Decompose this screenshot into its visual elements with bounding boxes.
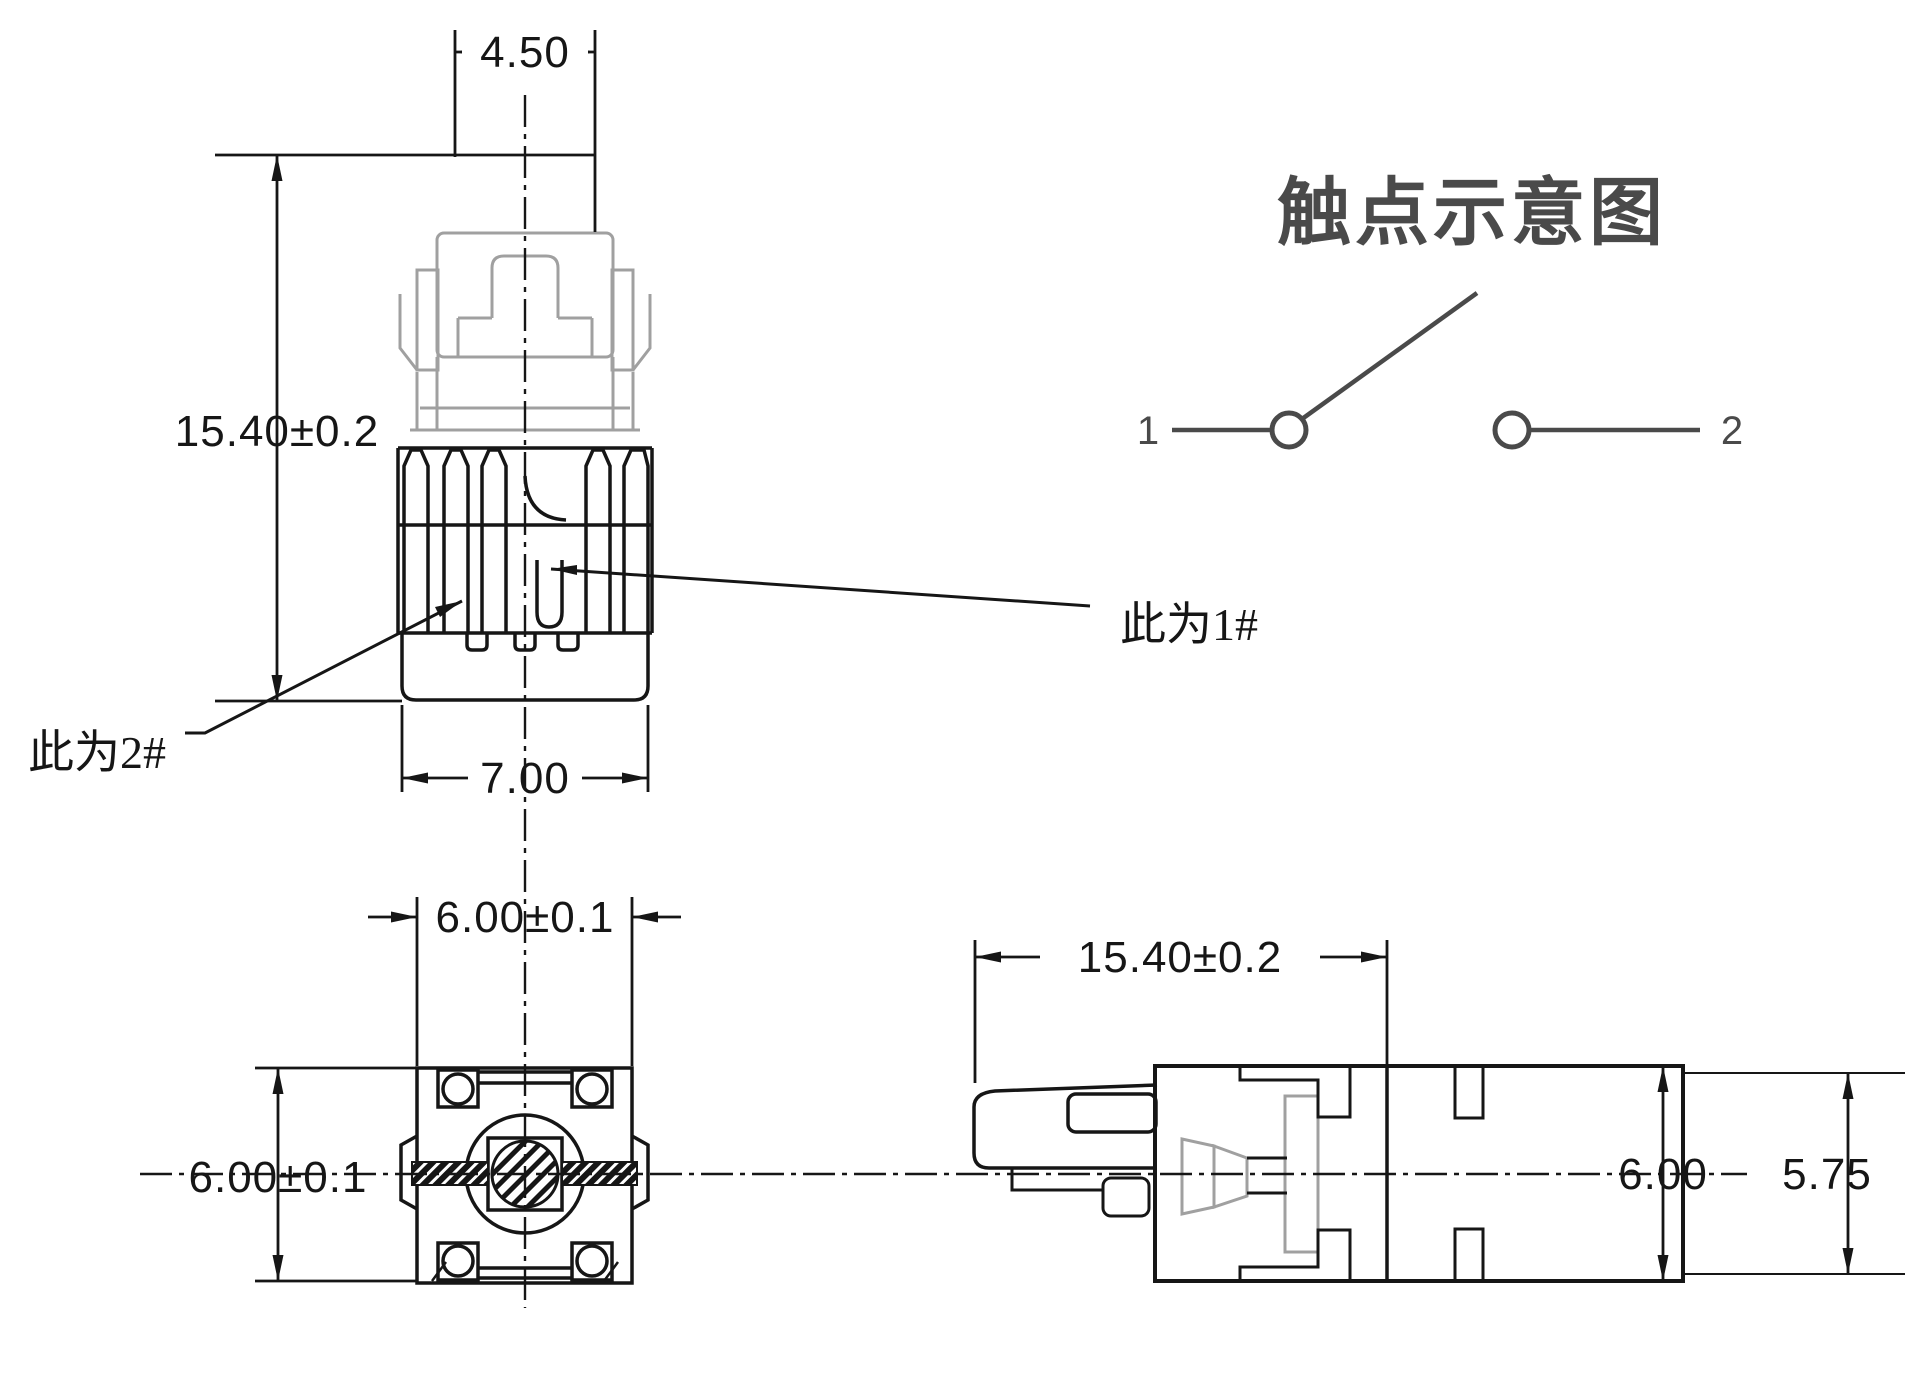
texts: 触点示意图 4.50 15.40±0.2 7.00 6.00±0.1 6.00±… [28,28,1872,1202]
switch-contact-right-icon [1492,410,1532,450]
pin2-note-label: 此为2# [28,727,166,778]
pin2-leader-line [185,599,463,735]
side-view-body [1153,1064,1685,1283]
terminal2-label: 2 [1721,409,1743,453]
pin1-leader-line [550,567,1091,608]
contact-schematic [1172,291,1700,450]
centerlines [140,95,1747,1308]
dimension-text-masks [462,30,1320,979]
dim-bottom-view-width: 6.00±0.1 [436,893,615,942]
pin1-note-label: 此为1# [1120,599,1258,650]
leader-lines [185,567,1091,735]
dim-front-top-width: 4.50 [480,28,570,77]
dim-bottom-view-height: 6.00±0.1 [189,1153,368,1202]
leader-arrowheads [435,565,577,617]
dim-front-bottom-width: 7.00 [480,754,570,803]
side-view-stem [972,1083,1158,1218]
dim-front-height: 15.40±0.2 [175,407,379,456]
terminal1-label: 1 [1137,409,1159,453]
switch-contact-left-icon [1269,410,1309,450]
schematic-title: 触点示意图 [1277,171,1667,254]
dim-side-height-inner: 5.75 [1782,1150,1872,1199]
dim-side-height-outer: 6.00 [1618,1150,1708,1199]
dim-side-length: 15.40±0.2 [1078,933,1282,982]
switch-lever-line [1300,291,1479,421]
